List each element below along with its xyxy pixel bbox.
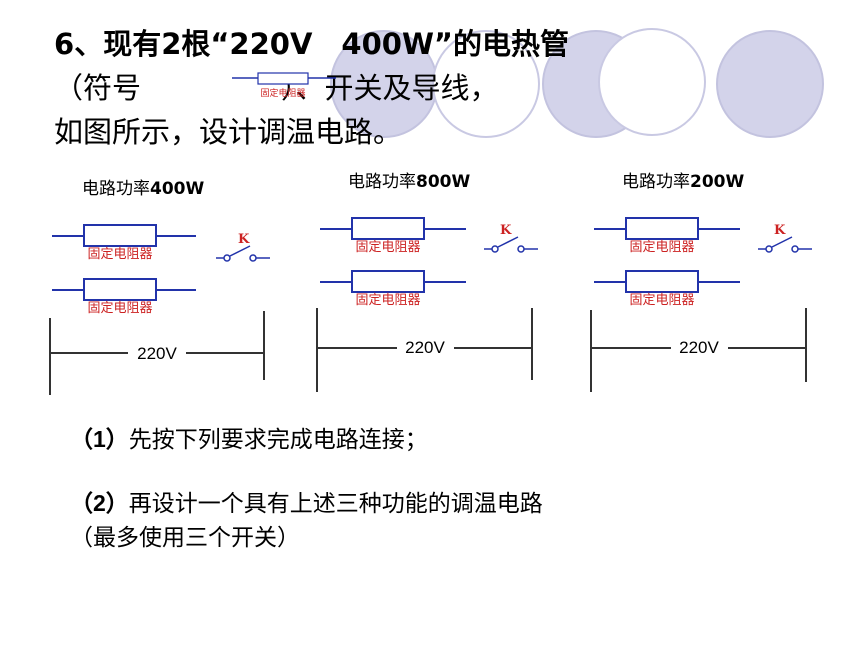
panel-3-label: 电路功率200W xyxy=(622,172,745,192)
question-1-number: （1） xyxy=(70,426,129,452)
bg-circle-4 xyxy=(598,28,706,136)
switch-k-label: K xyxy=(774,223,786,238)
panel-2-resistor-1: 固定电阻器 xyxy=(320,217,466,255)
title-line-2: （符号）、开关及导线， xyxy=(54,71,499,105)
panel-2-label: 电路功率800W xyxy=(348,172,471,192)
title-line-1: 6、现有2根“220V 400W”的电热管 xyxy=(54,27,569,61)
panel-1-voltage: 220V xyxy=(137,344,177,363)
panel-3-resistor-2: 固定电阻器 xyxy=(594,270,740,308)
question-2: （2）再设计一个具有上述三种功能的调温电路 xyxy=(70,484,543,518)
panel-3-voltage: 220V xyxy=(679,338,719,357)
bg-circle-5 xyxy=(716,30,824,138)
question-2-text: 再设计一个具有上述三种功能的调温电路 xyxy=(128,491,543,517)
panel-1-resistor-1: 固定电阻器 xyxy=(52,224,196,262)
bg-circle-1 xyxy=(330,30,438,138)
panel-3-resistor-1: 固定电阻器 xyxy=(594,217,740,255)
question-2-number: （2） xyxy=(70,490,129,516)
problem-title: 6、现有2根“220V 400W”的电热管 （符号）、开关及导线， 如图所示，设… xyxy=(54,22,569,154)
panel-1-label: 电路功率400W xyxy=(82,179,205,199)
panel-2-voltage: 220V xyxy=(405,338,445,357)
question-2-note: （最多使用三个开关） xyxy=(70,525,300,551)
title-line-3: 如图所示，设计调温电路。 xyxy=(54,115,403,149)
title-resistor-label: 固定电阻器 xyxy=(260,87,305,99)
panel-1-switch: K xyxy=(216,232,270,262)
panel-2-switch: K xyxy=(484,223,538,253)
panel-1-circuit: 固定电阻器 固定电阻器 K 220V xyxy=(49,224,270,395)
resistor-label: 固定电阻器 xyxy=(87,301,152,316)
title-resistor-symbol: 固定电阻器 xyxy=(232,72,336,99)
resistor-label: 固定电阻器 xyxy=(355,240,420,255)
resistor-label: 固定电阻器 xyxy=(629,293,694,308)
panel-2-supply: 220V xyxy=(316,308,533,392)
panel-1-supply: 220V xyxy=(49,311,265,395)
panel-2-resistor-2: 固定电阻器 xyxy=(320,270,466,308)
resistor-label: 固定电阻器 xyxy=(629,240,694,255)
question-1: （1）先按下列要求完成电路连接； xyxy=(70,420,428,454)
panel-2-circuit: 固定电阻器 固定电阻器 K 220V xyxy=(316,217,538,392)
panel-3-circuit: 固定电阻器 固定电阻器 K 220V xyxy=(590,217,812,392)
panel-1-resistor-2: 固定电阻器 xyxy=(52,278,196,316)
resistor-label: 固定电阻器 xyxy=(355,293,420,308)
panel-3-switch: K xyxy=(758,223,812,253)
switch-k-label: K xyxy=(500,223,512,238)
switch-k-label: K xyxy=(238,232,250,247)
panel-3-supply: 220V xyxy=(590,308,807,392)
bg-circle-2 xyxy=(432,30,540,138)
question-1-text: 先按下列要求完成电路连接； xyxy=(128,427,428,453)
resistor-label: 固定电阻器 xyxy=(87,247,152,262)
